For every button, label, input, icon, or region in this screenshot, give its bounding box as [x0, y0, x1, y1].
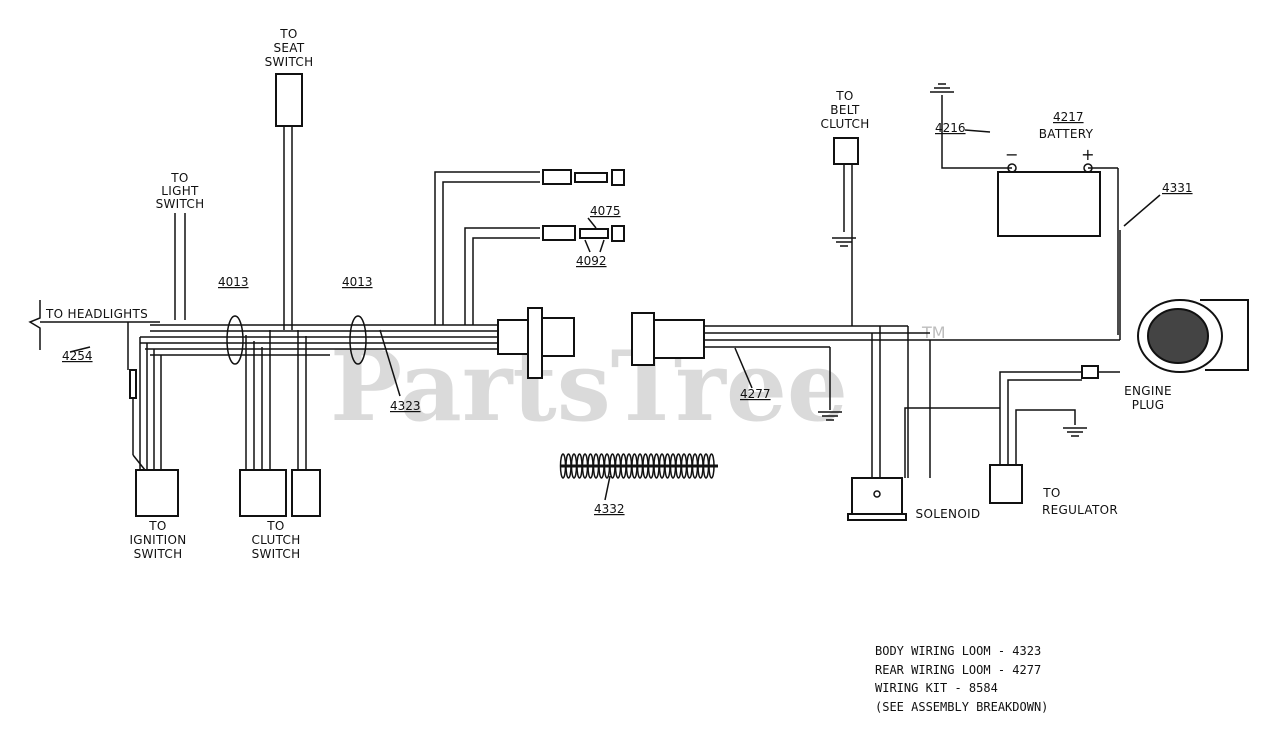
svg-text:TO: TO	[279, 27, 297, 41]
svg-text:PLUG: PLUG	[1132, 398, 1165, 412]
label-to-light-switch: TO LIGHT SWITCH	[156, 171, 205, 211]
legend-line-4: (SEE ASSEMBLY BREAKDOWN)	[875, 700, 1048, 714]
regulator-connector	[989, 464, 1023, 504]
spiral-wrap-4332	[559, 453, 718, 479]
legend-line-2: REAR WIRING LOOM - 4277	[875, 663, 1041, 677]
svg-text:ENGINE: ENGINE	[1124, 384, 1172, 398]
svg-text:TO: TO	[266, 519, 284, 533]
label-battery: BATTERY	[1039, 127, 1094, 141]
svg-text:TO: TO	[835, 89, 853, 103]
solenoid	[851, 477, 903, 515]
svg-text:IGNITION: IGNITION	[129, 533, 186, 547]
ignition-switch-connector	[135, 469, 179, 517]
legend-line-1: BODY WIRING LOOM - 4323	[875, 644, 1041, 658]
svg-text:CLUTCH: CLUTCH	[820, 117, 869, 131]
part-4323: 4323	[390, 399, 421, 413]
body-wiring-loom	[28, 125, 575, 471]
svg-text:REGULATOR: REGULATOR	[1042, 503, 1118, 517]
part-4075: 4075	[590, 204, 621, 218]
label-to-belt-clutch: TO BELT CLUTCH	[820, 89, 869, 131]
watermark-trademark: TM	[921, 323, 946, 342]
engine-magneto	[1137, 299, 1249, 373]
label-to-clutch-switch: TO CLUTCH SWITCH	[251, 519, 300, 561]
part-4254: 4254	[62, 349, 93, 363]
legend: BODY WIRING LOOM - 4323 REAR WIRING LOOM…	[875, 644, 1048, 714]
seat-switch-connector	[275, 73, 303, 127]
part-4277: 4277	[740, 387, 771, 401]
svg-text:BELT: BELT	[830, 103, 860, 117]
part-4217: 4217	[1053, 110, 1084, 124]
battery-4217	[997, 171, 1101, 237]
svg-text:SWITCH: SWITCH	[134, 547, 183, 561]
part-4092: 4092	[576, 254, 607, 268]
svg-text:SEAT: SEAT	[273, 41, 304, 55]
part-4331: 4331	[1162, 181, 1193, 195]
svg-text:SWITCH: SWITCH	[252, 547, 301, 561]
svg-text:TO: TO	[148, 519, 166, 533]
label-solenoid: SOLENOID	[916, 507, 981, 521]
part-4216: 4216	[935, 121, 966, 135]
label-to-regulator: TO REGULATOR	[1042, 486, 1118, 517]
ground-symbols	[818, 83, 1087, 437]
clutch-switch-connector-1	[239, 469, 287, 517]
battery-positive-sign: +	[1081, 145, 1095, 164]
terminal-connectors	[542, 169, 625, 253]
rear-wiring-loom	[631, 95, 1121, 478]
label-to-headlights: TO HEADLIGHTS	[45, 307, 148, 321]
part-4332: 4332	[594, 502, 625, 516]
label-engine-plug: ENGINE PLUG	[1124, 384, 1172, 412]
svg-text:TO: TO	[170, 171, 188, 185]
svg-text:SWITCH: SWITCH	[156, 197, 205, 211]
part-4013-left: 4013	[218, 275, 249, 289]
part-4013-right: 4013	[342, 275, 373, 289]
svg-text:CLUTCH: CLUTCH	[251, 533, 300, 547]
svg-text:LIGHT: LIGHT	[161, 184, 199, 198]
svg-text:SWITCH: SWITCH	[265, 55, 314, 69]
label-to-seat-switch: TO SEAT SWITCH	[265, 27, 314, 69]
legend-line-3: WIRING KIT - 8584	[875, 681, 998, 695]
battery-negative-sign: −	[1005, 145, 1019, 164]
label-to-ignition-switch: TO IGNITION SWITCH	[129, 519, 186, 561]
svg-text:TO: TO	[1042, 486, 1060, 500]
clutch-switch-connector-2	[291, 469, 321, 517]
